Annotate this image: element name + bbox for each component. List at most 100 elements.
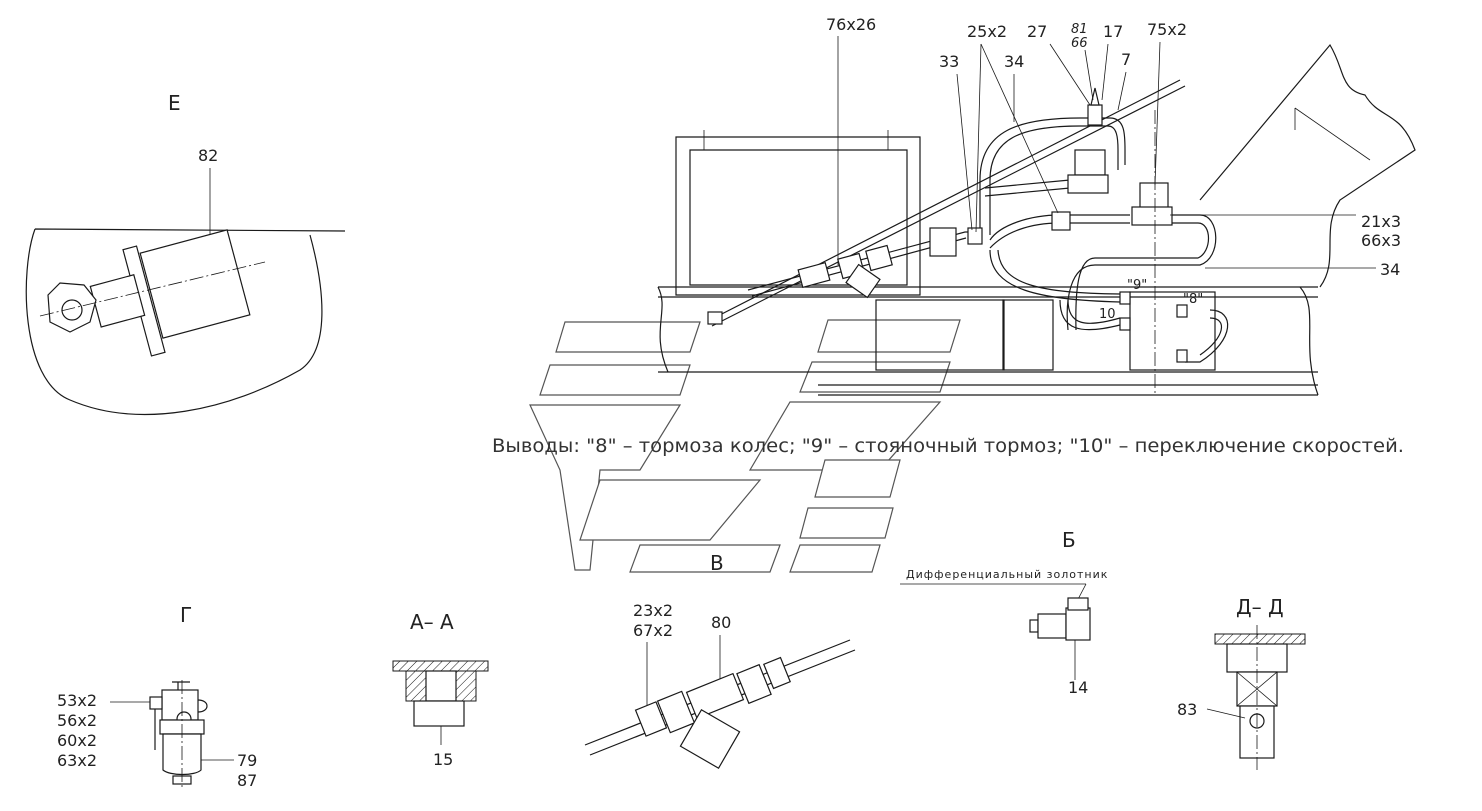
- nut-bore: [61, 299, 83, 321]
- callout-17: 17: [1103, 22, 1123, 41]
- filter-80: [845, 263, 881, 299]
- callout-87: 87: [237, 771, 257, 790]
- callout-25x2: 25x2: [967, 22, 1007, 41]
- fitting-b-nut: [1037, 613, 1067, 639]
- fitting-b-elbow: [1065, 607, 1091, 641]
- callout-67x2: 67x2: [633, 621, 673, 640]
- view-b-title: Б: [1062, 528, 1076, 552]
- callout-14: 14: [1068, 678, 1088, 697]
- axis-line-e: [39, 261, 266, 317]
- cab-outline: [1199, 43, 1416, 288]
- callout-34-right: 34: [1380, 260, 1400, 279]
- g-handle: [172, 681, 190, 690]
- callout-79: 79: [237, 751, 257, 770]
- leader-17: [1101, 43, 1109, 101]
- callout-23x2: 23x2: [633, 601, 673, 620]
- valve-75-a: [1074, 149, 1106, 176]
- frame-break-left: [657, 286, 669, 373]
- port-10: 10: [1099, 307, 1116, 322]
- g-bolt: [149, 696, 163, 710]
- pipe-34-upper: [979, 117, 1126, 235]
- port-10-fitting: [1119, 317, 1131, 331]
- clamp: [707, 311, 723, 325]
- callout-34-top: 34: [1004, 52, 1024, 71]
- callout-66x3: 66x3: [1361, 231, 1401, 250]
- callout-21x3: 21x3: [1361, 212, 1401, 231]
- callout-60x2: 60x2: [57, 731, 97, 750]
- pipe-long-diagonal: [709, 79, 1186, 327]
- pipe-34-lower: [1066, 214, 1217, 331]
- valve-17-tip: [1090, 87, 1100, 106]
- view-g-title: Г: [180, 603, 192, 627]
- frame-lower: [658, 371, 1318, 396]
- view-b: Б Дифференциальный золотник 14: [900, 528, 1108, 697]
- aa-bore: [425, 670, 457, 702]
- port-8: "8": [1183, 292, 1203, 307]
- fitting-33: [967, 227, 983, 245]
- block-1: [875, 299, 1005, 371]
- cab-bracket: [1294, 107, 1371, 161]
- block-2: [1002, 299, 1054, 371]
- leader-81: [1084, 49, 1094, 101]
- nut-v-4: [763, 656, 791, 690]
- view-g: Г 53x2 56x2 60x2 63x2 79 87: [57, 603, 257, 790]
- callout-33: 33: [939, 52, 959, 71]
- view-dd: Д– Д 83: [1177, 595, 1306, 770]
- view-aa: А– А 15: [392, 610, 489, 769]
- valve-75-a-base: [1067, 174, 1109, 194]
- view-e-title: Е: [168, 91, 181, 115]
- dd-cross: [1236, 671, 1278, 707]
- frame-break-right: [1299, 286, 1319, 396]
- aa-plate: [392, 660, 489, 672]
- callout-80: 80: [711, 613, 731, 632]
- pipe-8: [1185, 309, 1229, 363]
- valve-block: [1129, 291, 1216, 371]
- port-8b-fitting: [1176, 349, 1188, 363]
- dd-plate: [1214, 633, 1306, 645]
- fitting-76-a: [797, 261, 831, 289]
- nut-v-1: [634, 701, 668, 737]
- fitting-b-end: [1029, 619, 1039, 633]
- leader-83: [1206, 708, 1246, 719]
- callout-63x2: 63x2: [57, 751, 97, 770]
- cylinder-body: [139, 229, 251, 339]
- leader-75: [1154, 41, 1161, 186]
- callout-15: 15: [433, 750, 453, 769]
- callout-76x26: 76x26: [826, 15, 876, 34]
- view-v: В 23x2 67x2 80: [584, 551, 856, 770]
- view-v-title: В: [710, 551, 724, 575]
- callout-56x2: 56x2: [57, 711, 97, 730]
- port-9-fitting: [1119, 291, 1131, 305]
- callout-53x2: 53x2: [57, 691, 97, 710]
- leader-25-b: [980, 43, 1059, 214]
- callout-7: 7: [1121, 50, 1131, 69]
- callout-27: 27: [1027, 22, 1047, 41]
- port-8-fitting: [1176, 304, 1188, 318]
- fitting-76-c: [865, 244, 893, 272]
- filter-body-v: [685, 672, 745, 720]
- callout-66: 66: [1071, 36, 1088, 51]
- leader-27: [1049, 43, 1091, 106]
- filter-bowl-v: [679, 708, 741, 770]
- valve-75-b-base: [1131, 206, 1173, 226]
- callout-75x2: 75x2: [1147, 20, 1187, 39]
- pipe-10: [1059, 299, 1121, 331]
- view-b-caption: Дифференциальный золотник: [906, 568, 1108, 581]
- pipe-9: [989, 249, 1121, 303]
- outputs-note: Выводы: "8" – тормоза колес; "9" – стоян…: [492, 435, 1404, 457]
- bracket-a: [929, 227, 957, 257]
- leader-33: [956, 73, 973, 231]
- leader-25-a: [975, 43, 982, 233]
- g-lever: [197, 699, 208, 713]
- nut-v-3: [736, 663, 772, 705]
- callout-81: 81: [1071, 22, 1088, 37]
- view-dd-title: Д– Д: [1236, 595, 1284, 619]
- valve-17: [1087, 104, 1103, 126]
- main-assembly: "9" "8" 10 76x26 25x2 27 81 66 17 75x2 3…: [492, 15, 1416, 457]
- hex-nut: [47, 282, 97, 333]
- callout-83: 83: [1177, 700, 1197, 719]
- leader-7: [1117, 71, 1127, 111]
- housing-outline: [25, 228, 346, 415]
- view-e: Е 82: [25, 91, 346, 415]
